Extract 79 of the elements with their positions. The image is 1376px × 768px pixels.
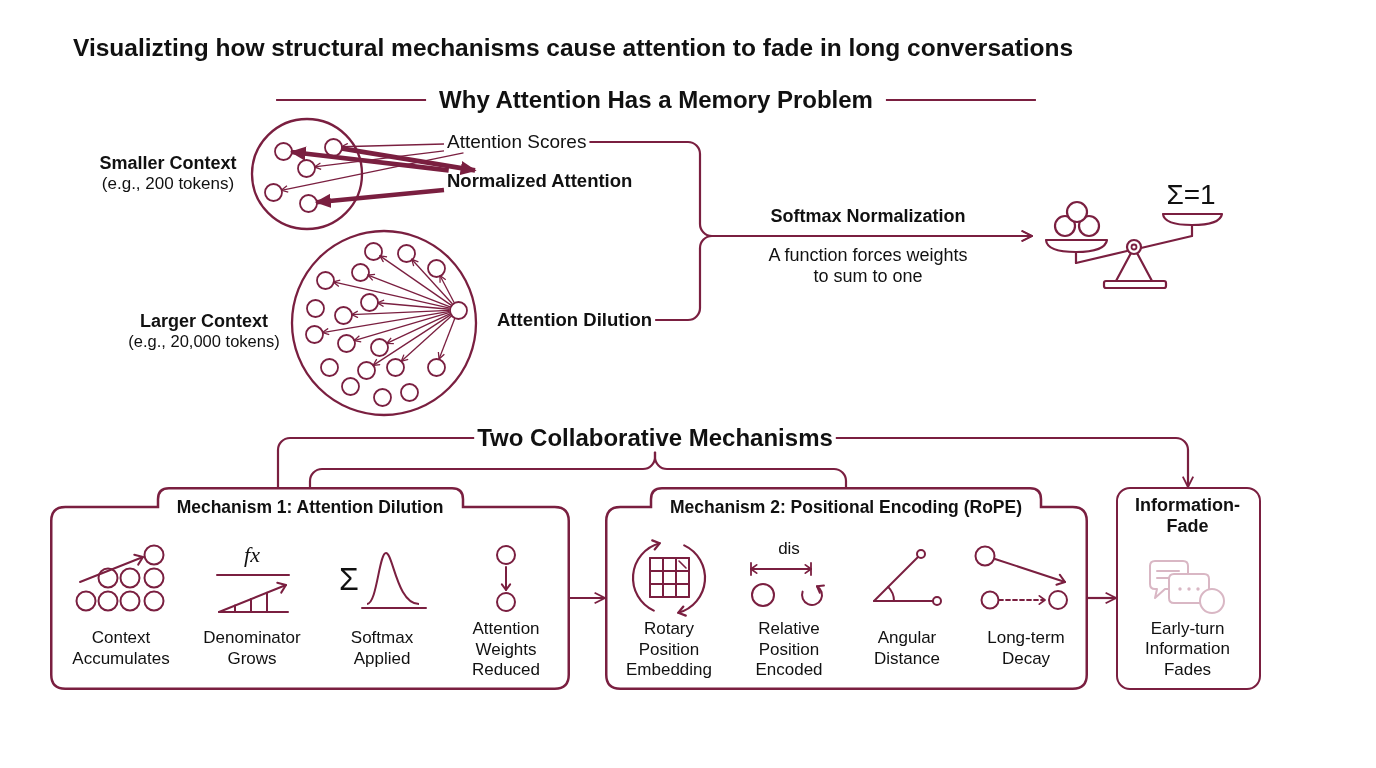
token-circle	[335, 332, 357, 354]
icon-caption: Angular Distance	[872, 628, 942, 669]
token-circle	[355, 359, 377, 381]
sum-symbol: Σ	[339, 560, 359, 598]
description-text: A function forces weights to sum to one	[767, 245, 969, 287]
arrow	[437, 317, 456, 360]
icon-caption: Denominator Grows	[202, 628, 302, 669]
token-circle	[395, 242, 417, 264]
icon-caption: Relative Position Encoded	[754, 619, 824, 681]
token-circle	[425, 257, 447, 279]
token-circle	[322, 136, 344, 158]
arrow	[313, 150, 445, 170]
token-circle	[447, 299, 469, 321]
token-circle	[398, 381, 420, 403]
section-heading: Why Attention Has a Memory Problem	[439, 86, 873, 114]
arrow	[379, 255, 452, 306]
token-circle	[339, 375, 361, 397]
text-label: Normalized Attention	[444, 170, 636, 192]
context-label: Smaller Context	[99, 152, 237, 174]
arrow	[321, 310, 451, 336]
token-circle	[262, 181, 284, 203]
token-count-label: (e.g., 200 tokens)	[101, 174, 235, 194]
arrow	[353, 311, 451, 343]
arrow	[350, 309, 451, 319]
arrow	[341, 146, 477, 176]
sum-equation: Σ=1	[1166, 178, 1216, 212]
arrow	[439, 274, 455, 304]
connector-line	[276, 436, 475, 487]
token-circle	[318, 356, 340, 378]
token-circle	[358, 291, 380, 313]
icon-caption: Early-turn Information Fades	[1143, 618, 1231, 680]
token-circle	[371, 386, 393, 408]
icon-caption: Attention Weights Reduced	[470, 619, 542, 681]
arrow	[314, 187, 445, 208]
mechanism-panel	[50, 487, 570, 690]
token-count-label: (e.g., 20,000 tokens)	[128, 331, 280, 351]
token-circle	[362, 240, 384, 262]
token-circle	[303, 323, 325, 345]
arrow	[280, 152, 465, 193]
panel-title: Mechanism 1: Attention Dilution	[176, 496, 444, 518]
token-circle	[349, 261, 371, 283]
token-circle	[272, 140, 294, 162]
arrow	[655, 229, 1033, 322]
arrow	[289, 146, 449, 173]
token-circle	[425, 356, 447, 378]
arrow	[835, 436, 1195, 488]
text-label: Attention Dilution	[494, 309, 656, 331]
arrow	[411, 258, 453, 305]
context-circle	[290, 229, 478, 417]
arrow	[1088, 591, 1117, 605]
arrow	[376, 299, 451, 310]
icon-caption: Context Accumulates	[71, 628, 171, 669]
distance-label: dis	[778, 539, 800, 559]
diagram-title: Visualizting how structural mechanisms cause attention to fade in long conversations	[73, 33, 1074, 63]
token-circle	[295, 157, 317, 179]
mechanism-panel	[605, 487, 1088, 690]
token-circle	[314, 269, 336, 291]
token-circle	[384, 356, 406, 378]
token-circle	[368, 336, 390, 358]
arrow	[332, 279, 451, 309]
panel-title: Information-Fade	[1134, 494, 1241, 537]
text-label: Attention Scores	[444, 131, 590, 153]
panel-title: Mechanism 2: Positional Encoding (RoPE)	[670, 496, 1022, 518]
icon-caption: Softmax Applied	[349, 628, 415, 669]
context-label: Larger Context	[140, 310, 268, 332]
icon-caption: Rotary Position Embedding	[625, 619, 713, 681]
context-circle	[250, 117, 364, 231]
section-heading: Two Collaborative Mechanisms	[474, 424, 836, 452]
info-panel	[1116, 487, 1261, 690]
arrow	[372, 314, 452, 366]
arrow	[367, 273, 451, 308]
token-circle	[304, 297, 326, 319]
token-circle	[332, 304, 354, 326]
arrow	[400, 315, 453, 362]
icon-caption: Long-term Decay	[986, 628, 1066, 669]
token-circle	[297, 192, 319, 214]
formula-text: fx	[244, 542, 260, 568]
arrow	[570, 591, 606, 605]
arrow	[386, 312, 451, 345]
